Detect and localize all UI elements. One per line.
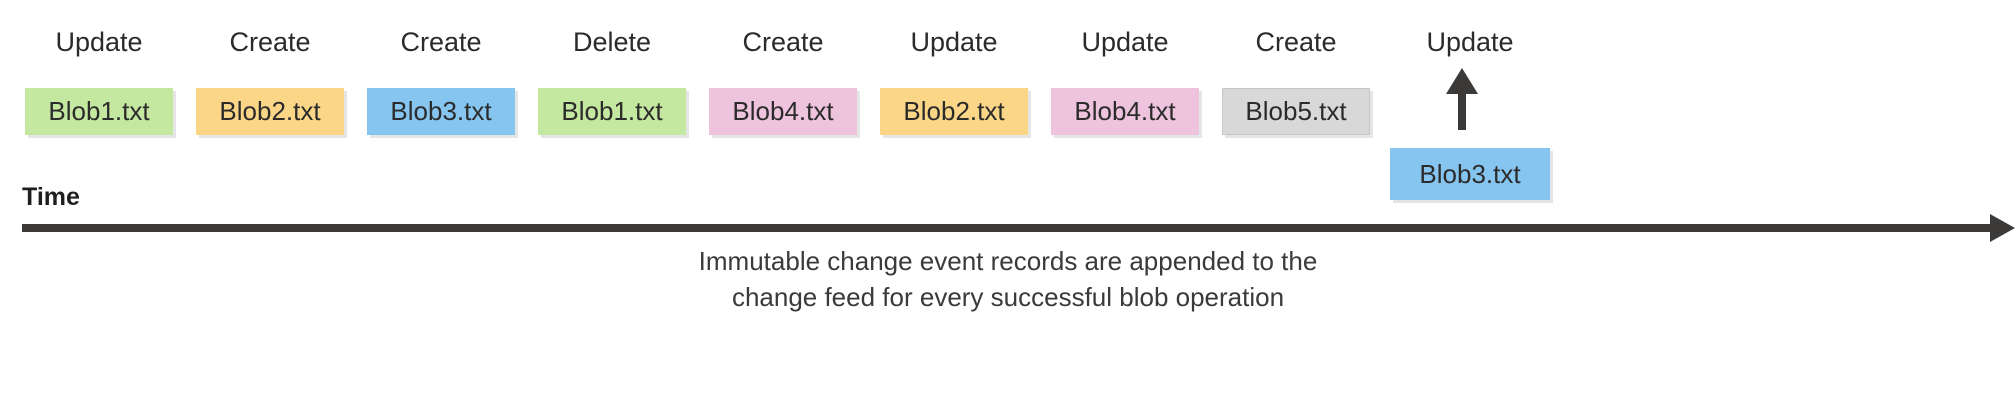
time-axis-arrowhead-icon xyxy=(1990,214,2015,242)
event-operation-label: Update xyxy=(1081,27,1169,57)
event-operation-label: Create xyxy=(229,27,311,57)
diagram-caption: Immutable change event records are appen… xyxy=(0,243,2016,315)
event-blob-name: Blob2.txt xyxy=(903,96,1005,126)
event-box: Blob1.txt xyxy=(538,88,686,135)
pending-event-operation-label: Update xyxy=(1426,27,1514,57)
arrow-shaft xyxy=(1458,90,1466,130)
event-blob-name: Blob4.txt xyxy=(1074,96,1176,126)
time-axis-label: Time xyxy=(22,183,80,211)
event-blob-name: Blob1.txt xyxy=(561,96,663,126)
event-operation-label: Update xyxy=(55,27,143,57)
caption-line-1: Immutable change event records are appen… xyxy=(698,246,1318,276)
event-box: Blob2.txt xyxy=(196,88,344,135)
arrow-head xyxy=(1446,68,1478,94)
append-up-arrow-icon xyxy=(1442,68,1482,130)
event-box: Blob5.txt xyxy=(1222,88,1370,135)
event-blob-name: Blob2.txt xyxy=(219,96,321,126)
event-operation-label: Delete xyxy=(572,27,652,57)
event-operation-label: Create xyxy=(742,27,824,57)
event-box: Blob1.txt xyxy=(25,88,173,135)
event-box: Blob4.txt xyxy=(709,88,857,135)
caption-line-2: change feed for every successful blob op… xyxy=(731,282,1285,312)
event-operation-label: Create xyxy=(1255,27,1337,57)
event-blob-name: Blob5.txt xyxy=(1245,96,1347,126)
event-box: Blob3.txt xyxy=(367,88,515,135)
pending-event-blob-name: Blob3.txt xyxy=(1419,158,1521,189)
event-blob-name: Blob3.txt xyxy=(390,96,492,126)
event-blob-name: Blob4.txt xyxy=(732,96,834,126)
event-box: Blob2.txt xyxy=(880,88,1028,135)
event-operation-label: Create xyxy=(400,27,482,57)
event-box: Blob4.txt xyxy=(1051,88,1199,135)
pending-event-box: Blob3.txt xyxy=(1390,148,1550,200)
event-blob-name: Blob1.txt xyxy=(48,96,150,126)
event-operation-label: Update xyxy=(910,27,998,57)
time-axis-line xyxy=(22,224,1990,232)
